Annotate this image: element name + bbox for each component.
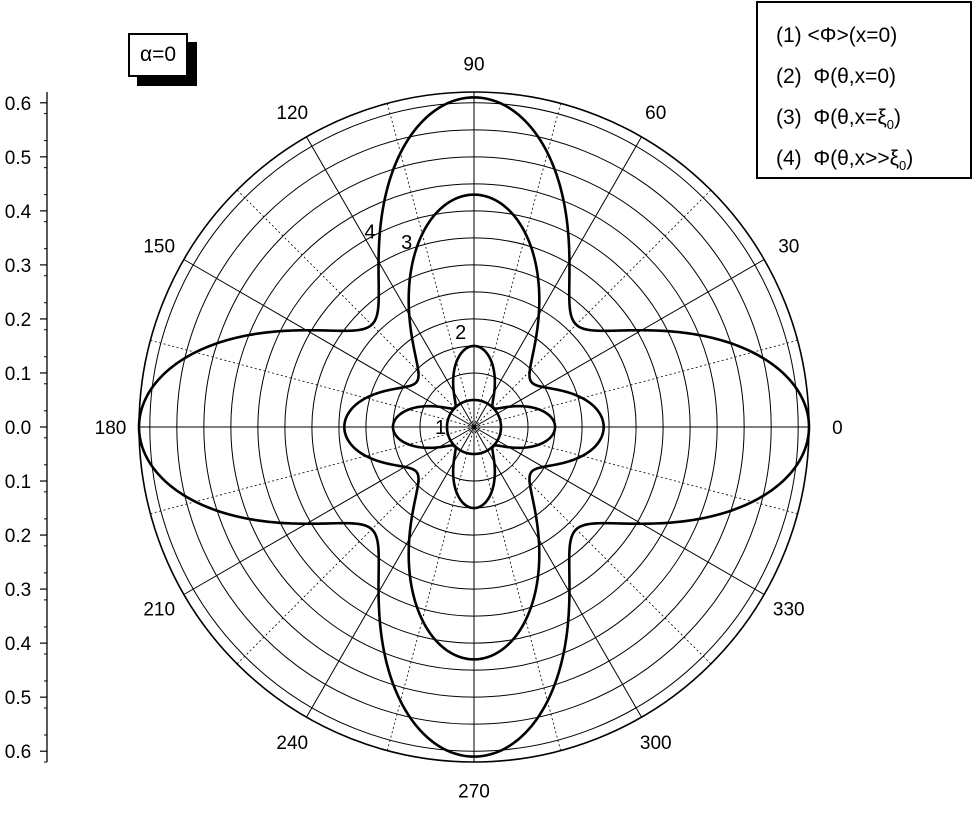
- spoke-line: [473, 136, 642, 428]
- legend-subscript: 0: [886, 117, 895, 133]
- curve-2: [391, 344, 557, 510]
- dotted-spoke-line: [473, 103, 562, 428]
- legend-item-4: (4) Φ(θ,x>>ξ0): [776, 138, 970, 179]
- angle-label: 60: [645, 103, 666, 124]
- legend-number: (1): [776, 24, 802, 47]
- angular-labels: 0 30 60 90 120 150 180 210 240 270 300 330: [95, 55, 843, 803]
- angle-label: 240: [276, 733, 308, 754]
- legend-subscript: 0: [899, 158, 907, 174]
- dotted-spoke-line: [386, 103, 475, 428]
- panel-label: α=0: [128, 33, 188, 77]
- legend-text: Φ(θ,x=0): [813, 65, 897, 88]
- curve-labels: 1 2 3 4: [364, 221, 466, 439]
- spoke-line: [473, 426, 642, 718]
- legend: (1) <Φ>(x=0) (2) Φ(θ,x=0) (3) Φ(θ,x=ξ0) …: [756, 1, 972, 179]
- dotted-spoke-line: [473, 189, 712, 428]
- radial-tick-label: 0.5: [5, 148, 31, 169]
- polar-curves: [137, 96, 811, 758]
- radial-tick-label: 0.2: [5, 526, 31, 547]
- radial-tick-label: 0.6: [5, 742, 31, 763]
- curve-number-label: 4: [364, 221, 375, 243]
- spoke-line: [183, 259, 475, 428]
- spoke-line: [306, 426, 475, 718]
- curve-3: [343, 193, 605, 661]
- spoke-line: [306, 136, 475, 428]
- angle-label: 270: [458, 781, 490, 802]
- polar-grid: [138, 91, 810, 763]
- curve-number-label: 2: [455, 322, 466, 344]
- dotted-spoke-line: [386, 426, 475, 751]
- angle-label: 30: [778, 236, 799, 257]
- radial-tick-label: 0.4: [5, 202, 32, 223]
- legend-number: (4): [776, 147, 802, 170]
- legend-number: (3): [776, 106, 802, 129]
- angle-label: 330: [773, 600, 805, 621]
- dotted-spoke-line: [236, 189, 475, 428]
- dotted-spoke-line: [473, 426, 562, 751]
- angle-label: 0: [832, 418, 843, 439]
- radial-tick-label: 0.6: [5, 94, 31, 115]
- angle-label: 120: [276, 103, 308, 124]
- curve-4: [137, 96, 811, 758]
- radial-tick-label: 0.0: [5, 418, 31, 439]
- radial-tick-label: 0.3: [5, 580, 31, 601]
- dotted-spoke-line: [150, 339, 475, 428]
- legend-text: <Φ>(x=0): [807, 24, 898, 47]
- radial-tick-label: 0.1: [5, 364, 31, 385]
- spoke-line: [183, 426, 475, 595]
- dotted-spoke-line: [473, 426, 712, 665]
- angle-label: 300: [640, 733, 672, 754]
- radial-tick-label: 0.3: [5, 256, 31, 277]
- dotted-spoke-line: [236, 426, 475, 665]
- dotted-spoke-line: [473, 339, 798, 428]
- curve-1: [445, 398, 503, 456]
- panel-label-text: α=0: [139, 43, 177, 66]
- curve-number-label: 3: [401, 232, 412, 254]
- legend-number: (2): [776, 65, 802, 88]
- angle-label: 150: [143, 236, 175, 257]
- radial-tick-label: 0.1: [5, 472, 31, 493]
- spoke-line: [473, 259, 765, 428]
- legend-close: ): [906, 147, 914, 170]
- legend-text: Φ(θ,x=ξ: [813, 106, 887, 129]
- angle-label: 180: [95, 418, 127, 439]
- legend-close: ): [894, 106, 902, 129]
- legend-item-1: (1) <Φ>(x=0): [776, 15, 970, 56]
- spoke-line: [473, 426, 765, 595]
- legend-text: Φ(θ,x>>ξ: [813, 147, 900, 170]
- dotted-spoke-line: [473, 426, 798, 515]
- angle-label: 210: [143, 600, 175, 621]
- radial-axis: 0.6 0.5 0.4 0.3 0.2 0.1 0.0 0.1 0.2 0.3 0.4 0.5 0.6: [5, 92, 48, 763]
- legend-item-2: (2) Φ(θ,x=0): [776, 56, 970, 97]
- curve-number-label: 1: [435, 417, 446, 439]
- legend-item-3: (3) Φ(θ,x=ξ0): [776, 97, 970, 138]
- dotted-spoke-line: [150, 426, 475, 515]
- radial-tick-label: 0.5: [5, 688, 31, 709]
- radial-tick-label: 0.2: [5, 310, 31, 331]
- angle-label: 90: [463, 55, 484, 76]
- radial-tick-label: 0.4: [5, 634, 32, 655]
